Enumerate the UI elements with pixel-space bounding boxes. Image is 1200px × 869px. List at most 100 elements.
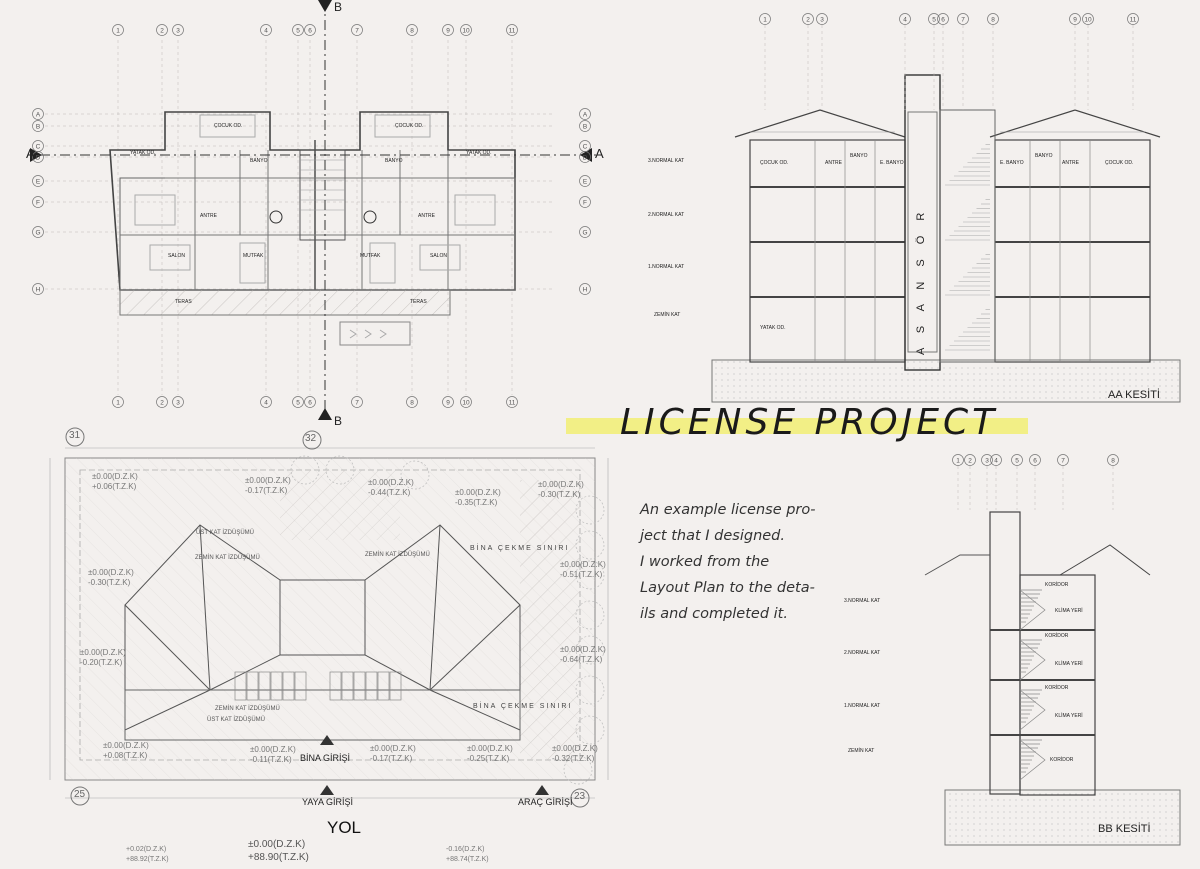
bb-section bbox=[924, 466, 1181, 846]
project-description: An example license pro- ject that I desi… bbox=[640, 497, 840, 627]
bb-axis-bubble bbox=[1057, 454, 1069, 466]
title-block: LICENSE PROJECT bbox=[560, 400, 1030, 452]
aa-axis-bubble-label: 5 bbox=[932, 16, 936, 23]
level-label: ±0.00(D.Z.K)-0.44(T.Z.K) bbox=[368, 478, 414, 497]
bb-axis-bubble bbox=[1107, 454, 1119, 466]
aa-axis-bubble-label: 8 bbox=[991, 16, 995, 23]
plan-axis-bubble-label: 9 bbox=[446, 27, 450, 34]
plan-row-bubble bbox=[32, 120, 44, 132]
plan-axis-bubble-label: 8 bbox=[410, 399, 414, 406]
bb-axis-bubble-label: 2 bbox=[968, 457, 972, 464]
level-label: ±0.00(D.Z.K)-0.17(T.Z.K) bbox=[370, 744, 416, 763]
plan-axis-bubble bbox=[351, 396, 363, 408]
bb-axis-bubble bbox=[964, 454, 976, 466]
plan-axis-bubble bbox=[506, 396, 518, 408]
room-label: YATAK OD. bbox=[130, 150, 156, 156]
aa-room-label: E. BANYO bbox=[880, 160, 904, 166]
level-label: ±0.00(D.Z.K)-0.32(T.Z.K) bbox=[552, 744, 598, 763]
plan-axis-bubble bbox=[351, 24, 363, 36]
plan-axis-bubble bbox=[156, 396, 168, 408]
section-marker-a-left: A bbox=[26, 146, 35, 161]
level-label: ±0.00(D.Z.K)-0.11(T.Z.K) bbox=[250, 745, 296, 764]
plan-row-bubble-label: A bbox=[36, 111, 41, 118]
plan-axis-bubble-label: 3 bbox=[176, 27, 180, 34]
section-marker-a-right: A bbox=[595, 146, 604, 161]
plan-row-bubble-label: H bbox=[583, 286, 588, 293]
plan-axis-bubble-label: 7 bbox=[355, 399, 359, 406]
floor-label: 2.NORMAL KAT bbox=[648, 212, 685, 218]
room-label: YATAK OD. bbox=[466, 150, 492, 156]
plan-axis-bubble-label: 4 bbox=[264, 27, 268, 34]
plan-row-bubble bbox=[32, 196, 44, 208]
bb-axis-bubble bbox=[990, 454, 1002, 466]
aa-section-title: AA KESİTİ bbox=[1108, 389, 1160, 401]
plan-axis-bubble bbox=[460, 396, 472, 408]
bb-axis-bubble bbox=[952, 454, 964, 466]
plan-axis-bubble-label: 6 bbox=[308, 399, 312, 406]
bb-axis-bubble bbox=[981, 454, 993, 466]
plan-row-bubble bbox=[32, 151, 44, 163]
bb-room-label: KLİMA YERİ bbox=[1055, 661, 1083, 667]
aa-axis-bubble-label: 2 bbox=[806, 16, 810, 23]
plan-axis-bubble-label: 11 bbox=[509, 27, 516, 34]
plan-axis-bubble bbox=[442, 396, 454, 408]
plan-axis-bubble bbox=[172, 24, 184, 36]
building-entrance-label: BİNA GİRİŞİ bbox=[300, 753, 351, 763]
plan-row-bubble bbox=[579, 226, 591, 238]
room-label: TERAS bbox=[175, 299, 192, 305]
plan-row-bubble bbox=[579, 120, 591, 132]
description-line: Layout Plan to the deta- bbox=[640, 580, 815, 596]
bb-axis-bubble-label: 8 bbox=[1111, 457, 1115, 464]
aa-room-label: YATAK OD. bbox=[760, 325, 786, 331]
plan-axis-bubble bbox=[304, 396, 316, 408]
road-level: +0.02(D.Z.K)+88.92(T.Z.K) bbox=[126, 846, 169, 863]
plan-row-bubble bbox=[579, 196, 591, 208]
site-axis: 23 bbox=[574, 791, 586, 802]
aa-room-label: ANTRE bbox=[1062, 160, 1079, 166]
roof-label: ÜST KAT İZDÜŞÜMÜ bbox=[196, 530, 255, 536]
plan-axis-bubble bbox=[406, 24, 418, 36]
aa-axis-bubble-label: 1 bbox=[763, 16, 767, 23]
plan-row-bubble bbox=[579, 283, 591, 295]
aa-axis-bubble bbox=[957, 13, 969, 25]
plan-axis-bubble-label: 7 bbox=[355, 27, 359, 34]
description-line: I worked from the bbox=[640, 554, 770, 570]
plan-row-bubble-label: F bbox=[583, 199, 587, 206]
room-label: BANYO bbox=[385, 158, 403, 164]
room-label: ÇOCUK OD. bbox=[395, 123, 424, 129]
plan-axis-bubble-label: 1 bbox=[116, 27, 120, 34]
aa-room-label: ANTRE bbox=[825, 160, 842, 166]
plan-row-bubble bbox=[32, 175, 44, 187]
bb-room-label: KORİDOR bbox=[1050, 757, 1074, 763]
aa-axis-bubble-label: 4 bbox=[903, 16, 907, 23]
plan-row-bubble-label: H bbox=[36, 286, 41, 293]
elevator-label: A S A N S Ö R bbox=[915, 206, 927, 355]
aa-axis-bubble bbox=[1082, 13, 1094, 25]
plan-row-bubble-label: E bbox=[583, 178, 588, 185]
aa-section bbox=[711, 25, 1181, 403]
plan-axis-bubble bbox=[156, 24, 168, 36]
bb-axis-bubble-label: 4 bbox=[994, 457, 998, 464]
road-level: ±0.00(D.Z.K)+88.90(T.Z.K) bbox=[248, 839, 309, 863]
bb-axis-bubble-label: 5 bbox=[1015, 457, 1019, 464]
bb-room-label: KORİDOR bbox=[1045, 582, 1069, 588]
section-marker-b-bottom: B bbox=[334, 414, 343, 428]
plan-row-bubble-label: C bbox=[583, 143, 588, 150]
bb-axis-bubble-label: 1 bbox=[956, 457, 960, 464]
aa-axis-bubble-label: 10 bbox=[1084, 16, 1092, 23]
bb-axis-bubble bbox=[1029, 454, 1041, 466]
vehicle-entrance-label: ARAÇ GİRİŞİ bbox=[518, 797, 573, 807]
level-label: ±0.00(D.Z.K)-0.30(T.Z.K) bbox=[538, 480, 584, 499]
plan-axis-bubble bbox=[292, 24, 304, 36]
aa-room-label: ÇOCUK OD. bbox=[1105, 160, 1134, 166]
plan-axis-bubble-label: 4 bbox=[264, 399, 268, 406]
plan-axis-bubble-label: 11 bbox=[509, 399, 516, 406]
level-label: ±0.00(D.Z.K)+0.06(T.Z.K) bbox=[92, 472, 138, 491]
room-label: MUTFAK bbox=[243, 253, 264, 259]
plan-row-bubble-label: E bbox=[36, 178, 41, 185]
description-line: ject that I designed. bbox=[640, 528, 785, 544]
plan-row-bubble-label: B bbox=[36, 123, 40, 130]
